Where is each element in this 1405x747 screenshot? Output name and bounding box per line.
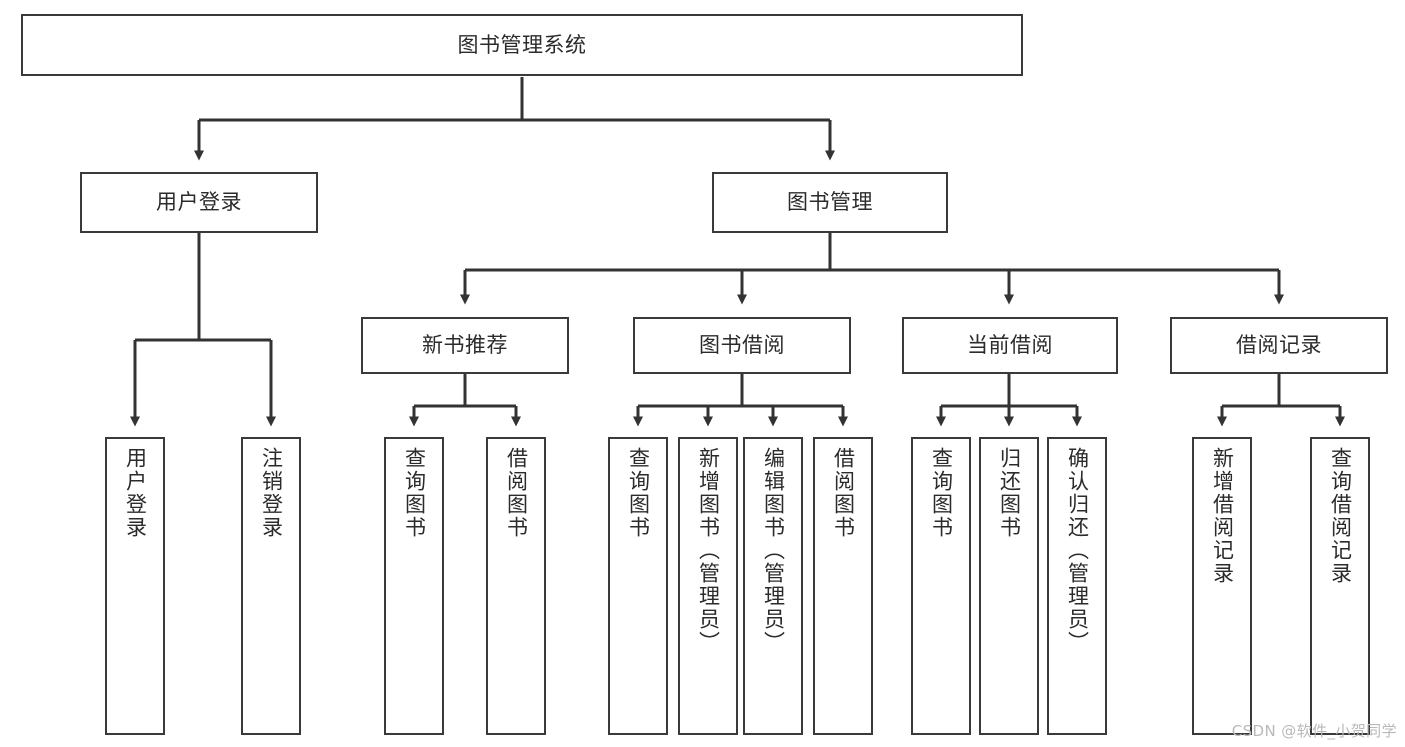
node-leaf-borrow-book[interactable]: 借阅图书: [813, 437, 873, 735]
node-leaf-edit-book-admin-label: 编辑图书（管理员）: [761, 447, 786, 654]
node-leaf-query-book-borrow-label: 查询图书: [626, 447, 651, 539]
node-leaf-confirm-return-admin-label: 确认归还（管理员）: [1065, 447, 1090, 654]
node-leaf-borrow-book-label: 借阅图书: [831, 447, 856, 539]
csdn-watermark: CSDN @软件_小贺同学: [1231, 722, 1397, 740]
node-book-management-label: 图书管理: [787, 190, 873, 215]
node-book-borrow[interactable]: 图书借阅: [633, 317, 851, 374]
node-leaf-query-borrow-record[interactable]: 查询借阅记录: [1310, 437, 1370, 735]
node-borrow-record-label: 借阅记录: [1236, 333, 1322, 358]
node-current-borrow-label: 当前借阅: [967, 333, 1053, 358]
node-leaf-confirm-return-admin[interactable]: 确认归还（管理员）: [1047, 437, 1107, 735]
node-leaf-return-book-label: 归还图书: [997, 447, 1022, 539]
node-root[interactable]: 图书管理系统: [21, 14, 1023, 76]
node-user-login-label: 用户登录: [156, 190, 242, 215]
node-leaf-return-book[interactable]: 归还图书: [979, 437, 1039, 735]
node-leaf-logout-label: 注销登录: [259, 447, 284, 539]
node-leaf-query-book-newbook-label: 查询图书: [402, 447, 427, 539]
node-current-borrow[interactable]: 当前借阅: [902, 317, 1118, 374]
node-new-book-recommend[interactable]: 新书推荐: [361, 317, 569, 374]
node-leaf-logout[interactable]: 注销登录: [241, 437, 301, 735]
node-user-login[interactable]: 用户登录: [80, 172, 318, 233]
node-book-management[interactable]: 图书管理: [712, 172, 948, 233]
node-leaf-query-book-newbook[interactable]: 查询图书: [384, 437, 444, 735]
node-book-borrow-label: 图书借阅: [699, 333, 785, 358]
node-leaf-add-book-admin[interactable]: 新增图书（管理员）: [678, 437, 738, 735]
node-new-book-recommend-label: 新书推荐: [422, 333, 508, 358]
node-leaf-add-borrow-record[interactable]: 新增借阅记录: [1192, 437, 1252, 735]
node-leaf-user-login-label: 用户登录: [123, 447, 148, 539]
node-leaf-borrow-book-newbook[interactable]: 借阅图书: [486, 437, 546, 735]
node-borrow-record[interactable]: 借阅记录: [1170, 317, 1388, 374]
node-leaf-query-book-current[interactable]: 查询图书: [911, 437, 971, 735]
node-leaf-add-borrow-record-label: 新增借阅记录: [1210, 447, 1235, 585]
node-leaf-query-book-current-label: 查询图书: [929, 447, 954, 539]
node-leaf-query-borrow-record-label: 查询借阅记录: [1328, 447, 1353, 585]
node-leaf-user-login[interactable]: 用户登录: [105, 437, 165, 735]
node-leaf-query-book-borrow[interactable]: 查询图书: [608, 437, 668, 735]
node-leaf-borrow-book-newbook-label: 借阅图书: [504, 447, 529, 539]
node-leaf-edit-book-admin[interactable]: 编辑图书（管理员）: [743, 437, 803, 735]
node-leaf-add-book-admin-label: 新增图书（管理员）: [696, 447, 721, 654]
node-root-label: 图书管理系统: [457, 32, 587, 57]
